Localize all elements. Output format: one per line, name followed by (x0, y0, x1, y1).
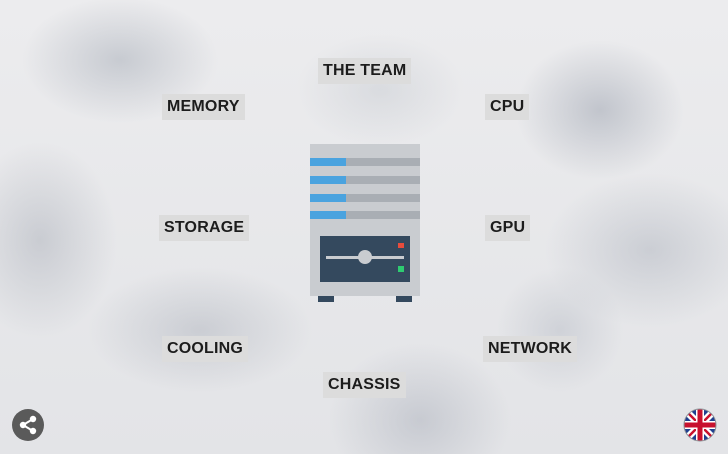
memory-button[interactable]: MEMORY (162, 94, 245, 120)
uk-flag-icon (683, 408, 717, 442)
network-button[interactable]: NETWORK (483, 336, 578, 362)
storage-button[interactable]: STORAGE (159, 215, 250, 241)
share-button[interactable] (12, 409, 44, 441)
cpu-button[interactable]: CPU (485, 94, 530, 120)
server-tower-icon (310, 144, 420, 304)
cooling-button[interactable]: COOLING (162, 336, 249, 362)
share-icon (19, 415, 37, 435)
the-team-button[interactable]: THE TEAM (318, 58, 412, 84)
gpu-button[interactable]: GPU (485, 215, 531, 241)
chassis-button[interactable]: CHASSIS (323, 372, 406, 398)
language-button[interactable] (683, 408, 717, 442)
